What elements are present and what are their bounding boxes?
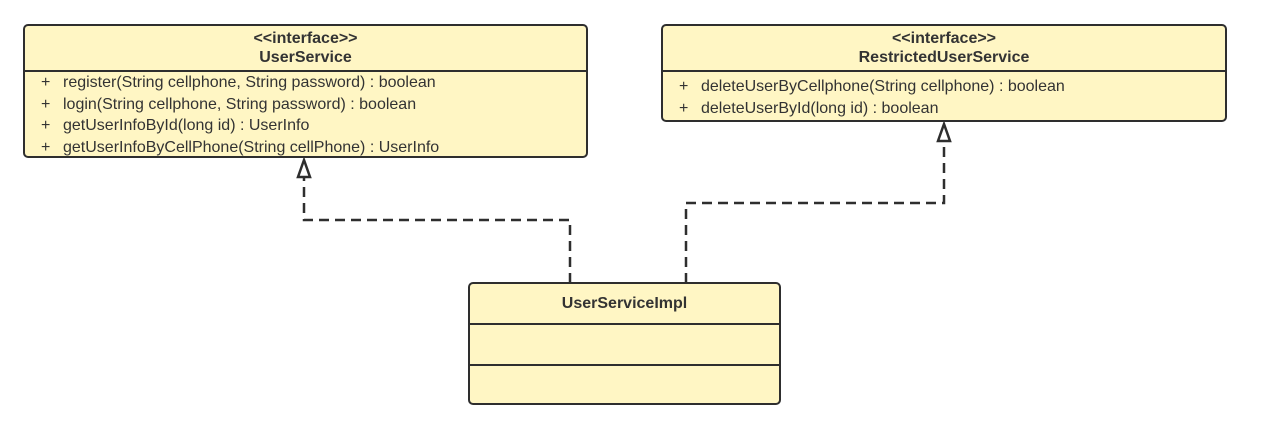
class-name: UserServiceImpl — [561, 295, 688, 312]
methods-section — [470, 366, 779, 402]
class-name: UserService — [259, 49, 352, 66]
stereotype: <<interface>> — [253, 30, 358, 47]
class-name: RestrictedUserService — [858, 49, 1030, 66]
realization-line-restricteduserservice — [684, 140, 946, 283]
class-header: UserServiceImpl — [470, 284, 779, 325]
hollow-arrowhead-icon — [296, 156, 312, 179]
method-signature: deleteUserByCellphone(String cellphone) … — [701, 78, 1065, 95]
method: + getUserInfoById(long id) : UserInfo — [25, 115, 586, 137]
class-header: <<interface>> RestrictedUserService — [663, 26, 1225, 72]
class-restricteduserservice[interactable]: <<interface>> RestrictedUserService + del… — [661, 24, 1227, 122]
method-signature: login(String cellphone, String password)… — [63, 95, 417, 113]
method: + getUserInfoByCellPhone(String cellPhone… — [25, 137, 586, 159]
method-signature: getUserInfoByCellPhone(String cellPhone)… — [63, 138, 440, 156]
method-signature: getUserInfoById(long id) : UserInfo — [63, 117, 310, 134]
realization-line-userservice — [302, 176, 572, 283]
method: + deleteUserById(long id) : boolean — [663, 98, 1225, 120]
attributes-section — [470, 325, 779, 366]
visibility: + — [41, 95, 51, 113]
method-signature: register(String cellphone, String passwo… — [63, 74, 436, 91]
class-userserviceimpl[interactable]: UserServiceImpl — [468, 282, 781, 405]
visibility: + — [41, 117, 51, 134]
class-userservice[interactable]: <<interface>> UserService + register(Stri… — [23, 24, 588, 158]
visibility: + — [679, 78, 689, 95]
stereotype: <<interface>> — [891, 30, 997, 47]
method: + register(String cellphone, String passw… — [25, 72, 586, 94]
hollow-arrowhead-icon — [936, 120, 952, 143]
method-signature: deleteUserById(long id) : boolean — [701, 99, 939, 117]
method: + deleteUserByCellphone(String cellphone)… — [663, 76, 1225, 98]
methods-section: + deleteUserByCellphone(String cellphone)… — [663, 72, 1225, 119]
visibility: + — [41, 74, 51, 91]
visibility: + — [679, 99, 689, 117]
method: + login(String cellphone, String password… — [25, 94, 586, 116]
class-header: <<interface>> UserService — [25, 26, 586, 72]
methods-section: + register(String cellphone, String passw… — [25, 72, 586, 158]
visibility: + — [41, 138, 51, 156]
